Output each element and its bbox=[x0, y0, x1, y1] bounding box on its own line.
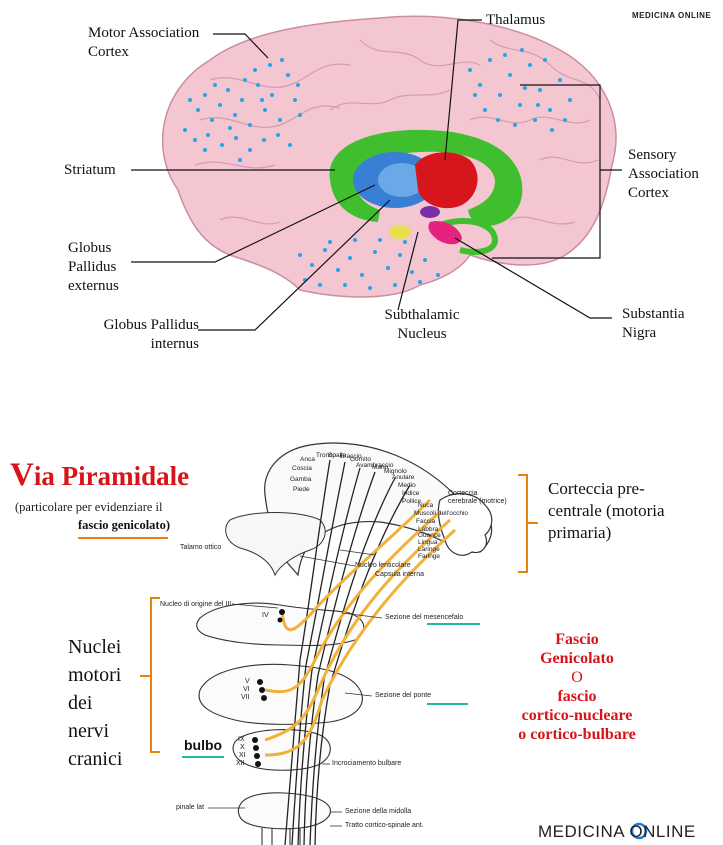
title-via-piramidale: Via Piramidale bbox=[10, 460, 189, 491]
label-nerve-xii: XII bbox=[236, 760, 245, 768]
bracket-corteccia bbox=[518, 475, 527, 572]
label-nerve-x: X bbox=[240, 744, 245, 752]
bracket-nuclei bbox=[151, 598, 160, 752]
title-rest: ia Piramidale bbox=[34, 461, 189, 491]
label-subthalamic-nucleus: Subthalamic Nucleus bbox=[372, 306, 472, 344]
label-substantia-nigra: Substantia Nigra bbox=[622, 305, 692, 343]
label-nucleo-origine: Nucleo di origine del III bbox=[160, 601, 231, 609]
homunculus-label: Indice bbox=[402, 490, 419, 498]
label-corteccia-cerebrale: Corteccia cerebrale (motrice) bbox=[448, 490, 508, 506]
fascio-line5: cortico-nucleare bbox=[492, 706, 662, 725]
homunculus-label: Piede bbox=[293, 486, 310, 494]
label-bulbo: bulbo bbox=[184, 737, 222, 753]
homunculus-label: Anulare bbox=[392, 474, 414, 482]
label-incrociamento: Incrociamento bulbare bbox=[332, 760, 401, 768]
subtitle-line1: (particolare per evidenziare il bbox=[15, 500, 162, 515]
fascio-line6: o cortico-bulbare bbox=[492, 725, 662, 744]
thalamus-shape bbox=[415, 152, 478, 208]
label-nerve-vii: VII bbox=[241, 694, 250, 702]
label-capsula-interna: Capsula interna bbox=[375, 571, 424, 579]
homunculus-label: Muscoli dell'occhio bbox=[414, 510, 468, 518]
label-sezione-mesencefalo: Sezione del mesencefalo bbox=[385, 614, 463, 622]
fascio-genicolato-block: Fascio Genicolato O fascio cortico-nucle… bbox=[492, 630, 662, 744]
subtitle-line2: fascio genicolato) bbox=[78, 518, 170, 533]
ponte-section bbox=[199, 664, 362, 724]
label-talamo-ottico: Talamo ottico bbox=[180, 544, 221, 552]
label-thalamus: Thalamus bbox=[486, 11, 545, 30]
bulbo-section bbox=[233, 730, 330, 771]
label-striatum: Striatum bbox=[64, 161, 116, 180]
homunculus-label: Gamba bbox=[290, 476, 311, 484]
homunculus-label: Medio bbox=[398, 482, 416, 490]
label-nerve-xi: XI bbox=[239, 752, 246, 760]
label-motor-association-cortex: Motor Association Cortex bbox=[88, 24, 218, 62]
fascio-line1: Fascio bbox=[492, 630, 662, 649]
label-spinale-lat: pinale lat bbox=[176, 804, 204, 812]
subthalamic-shape bbox=[420, 206, 440, 218]
mesencefalo-section bbox=[197, 603, 364, 645]
label-nerve-v: V bbox=[245, 678, 250, 686]
label-nucleo-lenticolare: Nucleo lenticolare bbox=[355, 562, 411, 570]
label-nerve-ix: IX bbox=[238, 736, 245, 744]
homunculus-label: Coscia bbox=[292, 465, 312, 473]
label-globus-pallidus-internus: Globus Pallidus internus bbox=[64, 316, 199, 354]
label-iv: IV bbox=[262, 612, 269, 620]
homunculus-label: Anca bbox=[300, 456, 315, 464]
label-globus-pallidus-externus: Globus Pallidus externus bbox=[68, 239, 138, 296]
fascio-line2: Genicolato bbox=[492, 649, 662, 668]
brand-watermark-bottom: MEDICINA ONLINE bbox=[538, 822, 696, 842]
label-tratto-cortico-spinale: Tratto cortico-spinale ant. bbox=[345, 822, 424, 830]
fascio-line4: fascio bbox=[492, 687, 662, 706]
title-initial: V bbox=[10, 457, 34, 493]
homunculus-label: Nuca bbox=[418, 502, 433, 510]
label-sezione-ponte: Sezione del ponte bbox=[375, 692, 431, 700]
homunculus-label: Faringe bbox=[418, 553, 440, 561]
homunculus-label: Faccia bbox=[416, 518, 435, 526]
label-nerve-vi: VI bbox=[243, 686, 250, 694]
fascio-line3: O bbox=[492, 668, 662, 687]
label-nuclei-motori: Nuclei motori dei nervi cranici bbox=[68, 633, 138, 773]
label-sezione-midolla: Sezione della midolla bbox=[345, 808, 411, 816]
label-sensory-association-cortex: Sensory Association Cortex bbox=[628, 146, 708, 203]
label-corteccia-precentrale: Corteccia pre-centrale (motoria primaria… bbox=[548, 478, 678, 544]
midolla-section bbox=[238, 793, 330, 829]
brand-watermark-top: MEDICINA ONLINE bbox=[632, 11, 711, 20]
